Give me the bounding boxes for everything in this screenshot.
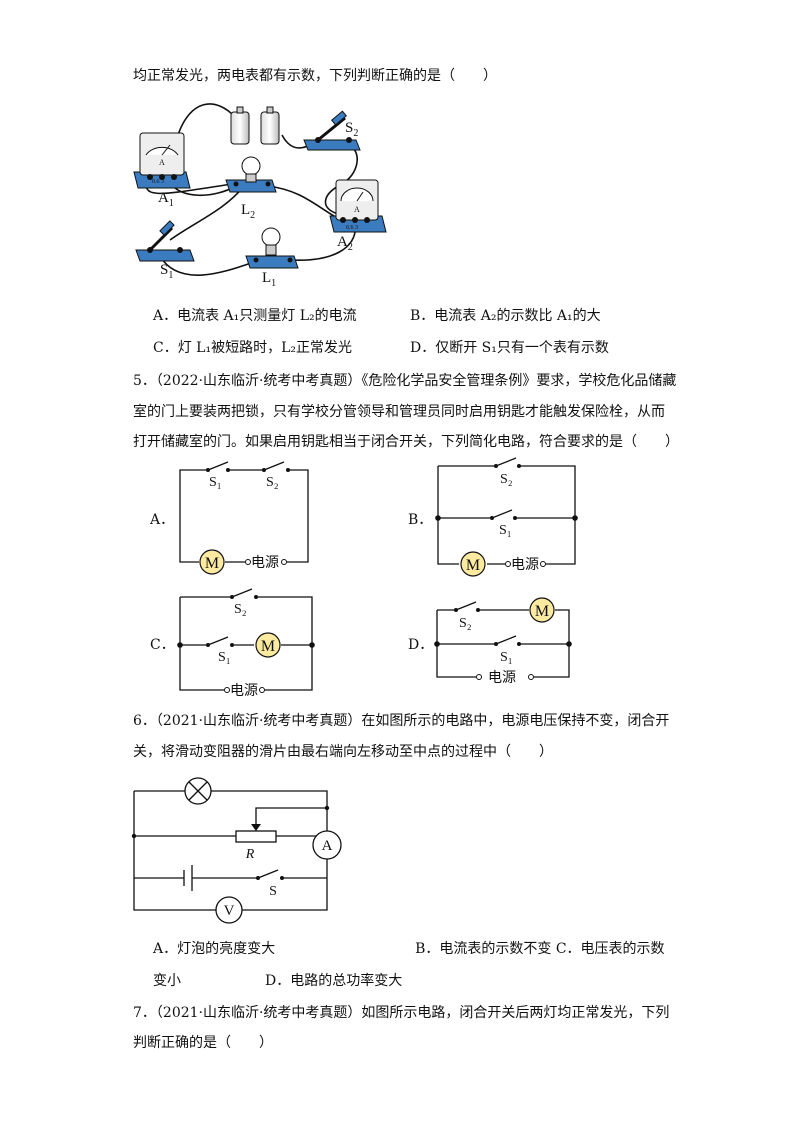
ammeter-icon [312,830,342,860]
a2-meter-scale: 0.6 3 [346,225,358,231]
q4-option-d: D．仅断开 S₁只有一个表有示数 [410,340,609,356]
switch-label-c-s1: S₁ [218,650,231,665]
voltmeter-label: V [224,903,235,919]
q5-option-a-letter: A． [150,512,175,528]
power-label-b: 电源 [511,557,539,573]
switch-s1 [135,220,195,262]
battery-pack [230,106,280,145]
label-s2: S2 [345,120,358,139]
switch-label-d-s1: S₁ [500,650,513,665]
a2-meter-letter: A [354,205,360,214]
ammeter-a2: A 0.6 3 [329,179,387,233]
motor-label-a: M [205,555,219,572]
switch-label-c-s2: S₂ [234,602,247,617]
ammeter-label: A [322,838,333,854]
q4-option-a: A．电流表 A₁只测量灯 L₂的电流 [153,308,357,324]
q6-options-line-1: A．灯泡的亮度变大 B．电流表的示数不变 C．电压表的示数 [153,941,665,957]
q5-stem-line-1: 5．（2022·山东临沂·统考中考真题）《危险化学品安全管理条例》要求，学校危化… [133,373,677,389]
q5-stem-line-3: 打开储藏室的门。如果启用钥匙相当于闭合开关，下列简化电路，符合要求的是（ ） [133,434,679,450]
q7-stem-line-2: 判断正确的是（ ） [133,1035,273,1051]
motor-icon [199,549,555,658]
motor-label-d: M [535,603,549,620]
q6-options-line-2: 变小 D．电路的总功率变大 [153,973,403,989]
q6-stem-line-1: 6．（2021·山东临沂·统考中考真题）在如图所示的电路中，电源电压保持不变，闭… [133,713,670,729]
label-a1: A1 [158,190,174,209]
a1-meter-letter: A [159,158,165,167]
lamp-l1 [245,227,299,269]
power-label-c: 电源 [230,683,258,699]
power-label-d: 电源 [488,670,516,686]
voltmeter-icon [215,896,243,924]
q5-option-d-letter: D． [408,637,434,653]
q5-option-b-letter: B． [408,512,433,528]
switch-label-b-s1: S₁ [499,523,512,538]
q4-stem-tail: 均正常发光，两电表都有示数，下列判断正确的是（ ） [133,68,497,84]
q7-stem-line-1: 7．（2021·山东临沂·统考中考真题）如图所示电路，闭合开关后两灯均正常发光，… [133,1005,670,1021]
motor-label-b: M [466,557,480,574]
power-label-a: 电源 [251,555,279,571]
switch-label-a-s1: S₁ [209,475,222,490]
motor-label-c: M [261,638,275,655]
label-a2: A2 [337,234,353,253]
q4-option-c: C．灯 L₁被短路时，L₂正常发光 [153,340,352,356]
q4-option-b: B．电流表 A₂的示数比 A₁的大 [410,308,601,324]
switch-label-d-s2: S₂ [459,616,472,631]
lamp-icon [184,777,212,805]
q6-stem-line-2: 关，将滑动变阻器的滑片由最右端向左移动至中点的过程中（ ） [133,744,553,760]
ammeter-a1: A 0.6 3 [133,132,191,189]
q5-stem-line-2: 室的门上要装两把锁，只有学校分管领导和管理员同时启用钥匙才能触发保险栓，从而 [133,404,665,420]
q5-option-c-letter: C． [150,637,175,653]
a1-meter-scale: 0.6 3 [152,179,164,185]
resistor-label: R [245,847,255,862]
switch-label-a-s2: S₂ [266,475,279,490]
label-l2: L2 [241,202,255,221]
switch-label: S [269,884,277,899]
switch-s2 [303,110,361,151]
label-l1: L1 [262,270,276,289]
lamp-l2 [225,156,277,193]
switch-label-b-s2: S₂ [500,472,513,487]
label-s1: S1 [160,262,173,281]
